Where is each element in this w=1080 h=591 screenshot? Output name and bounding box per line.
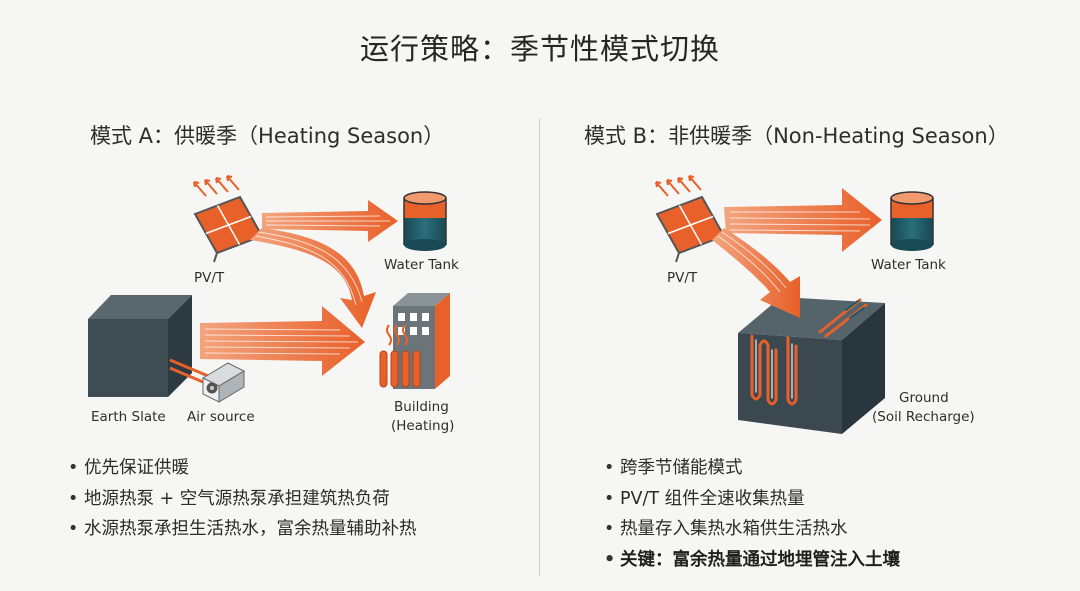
water-tank-icon: [403, 191, 447, 251]
sun-rays-icon: [193, 175, 240, 197]
list-item: 跨季节储能模式: [604, 453, 900, 484]
air-source-label: Air source: [187, 409, 255, 425]
mode-b-bullet-list: 跨季节储能模式 PV/T 组件全速收集热量 热量存入集热水箱供生活热水 关键：富…: [604, 453, 900, 575]
mode-b-diagram: PV/T Water Tank: [655, 175, 975, 434]
ground-label-line1: Ground: [899, 390, 949, 406]
mode-a-diagram: PV/T Water Tank: [88, 175, 459, 434]
building-label-line2: (Heating): [391, 418, 454, 434]
water-tank-icon: [890, 191, 934, 251]
list-item: PV/T 组件全速收集热量: [604, 484, 900, 515]
water-tank-label-b: Water Tank: [871, 257, 946, 273]
heat-flow-to-tank: [724, 188, 882, 252]
heat-flow-pvt-to-building: [250, 228, 376, 328]
sun-rays-icon: [655, 175, 702, 197]
list-item: 地源热泵 + 空气源热泵承担建筑热负荷: [68, 484, 417, 515]
page-title: 运行策略：季节性模式切换: [359, 32, 720, 66]
mode-a-bullet-list: 优先保证供暖 地源热泵 + 空气源热泵承担建筑热负荷 水源热泵承担生活热水，富余…: [68, 453, 417, 545]
solar-panel-icon: [655, 195, 726, 263]
mode-a-title: 模式 A：供暖季（Heating Season）: [90, 124, 445, 148]
center-divider: [539, 118, 540, 576]
mode-b-title: 模式 B：非供暖季（Non-Heating Season）: [584, 124, 1009, 148]
list-item: 优先保证供暖: [68, 453, 417, 484]
key-bullet: 关键：富余热量通过地埋管注入土壤: [604, 545, 900, 576]
heat-flow-to-ground: [712, 228, 800, 318]
building-label-line1: Building: [394, 399, 449, 415]
radiator-icon: [379, 350, 421, 388]
solar-panel-icon: [193, 195, 264, 263]
earth-slate-label: Earth Slate: [91, 409, 166, 425]
earth-box-icon: [88, 295, 192, 397]
pvt-label-a: PV/T: [194, 270, 225, 286]
heat-flow-earth-to-building: [200, 306, 365, 376]
heat-waves-icon: [386, 324, 408, 346]
water-tank-label-a: Water Tank: [384, 257, 459, 273]
air-source-unit-icon: [201, 362, 246, 403]
list-item: 水源热泵承担生活热水，富余热量辅助补热: [68, 514, 417, 545]
pvt-label-b: PV/T: [667, 270, 698, 286]
list-item: 热量存入集热水箱供生活热水: [604, 514, 900, 545]
ground-loop-pipe-icon: [750, 298, 868, 406]
ground-label-line2: (Soil Recharge): [872, 409, 975, 425]
heat-flow-to-tank: [262, 200, 398, 242]
